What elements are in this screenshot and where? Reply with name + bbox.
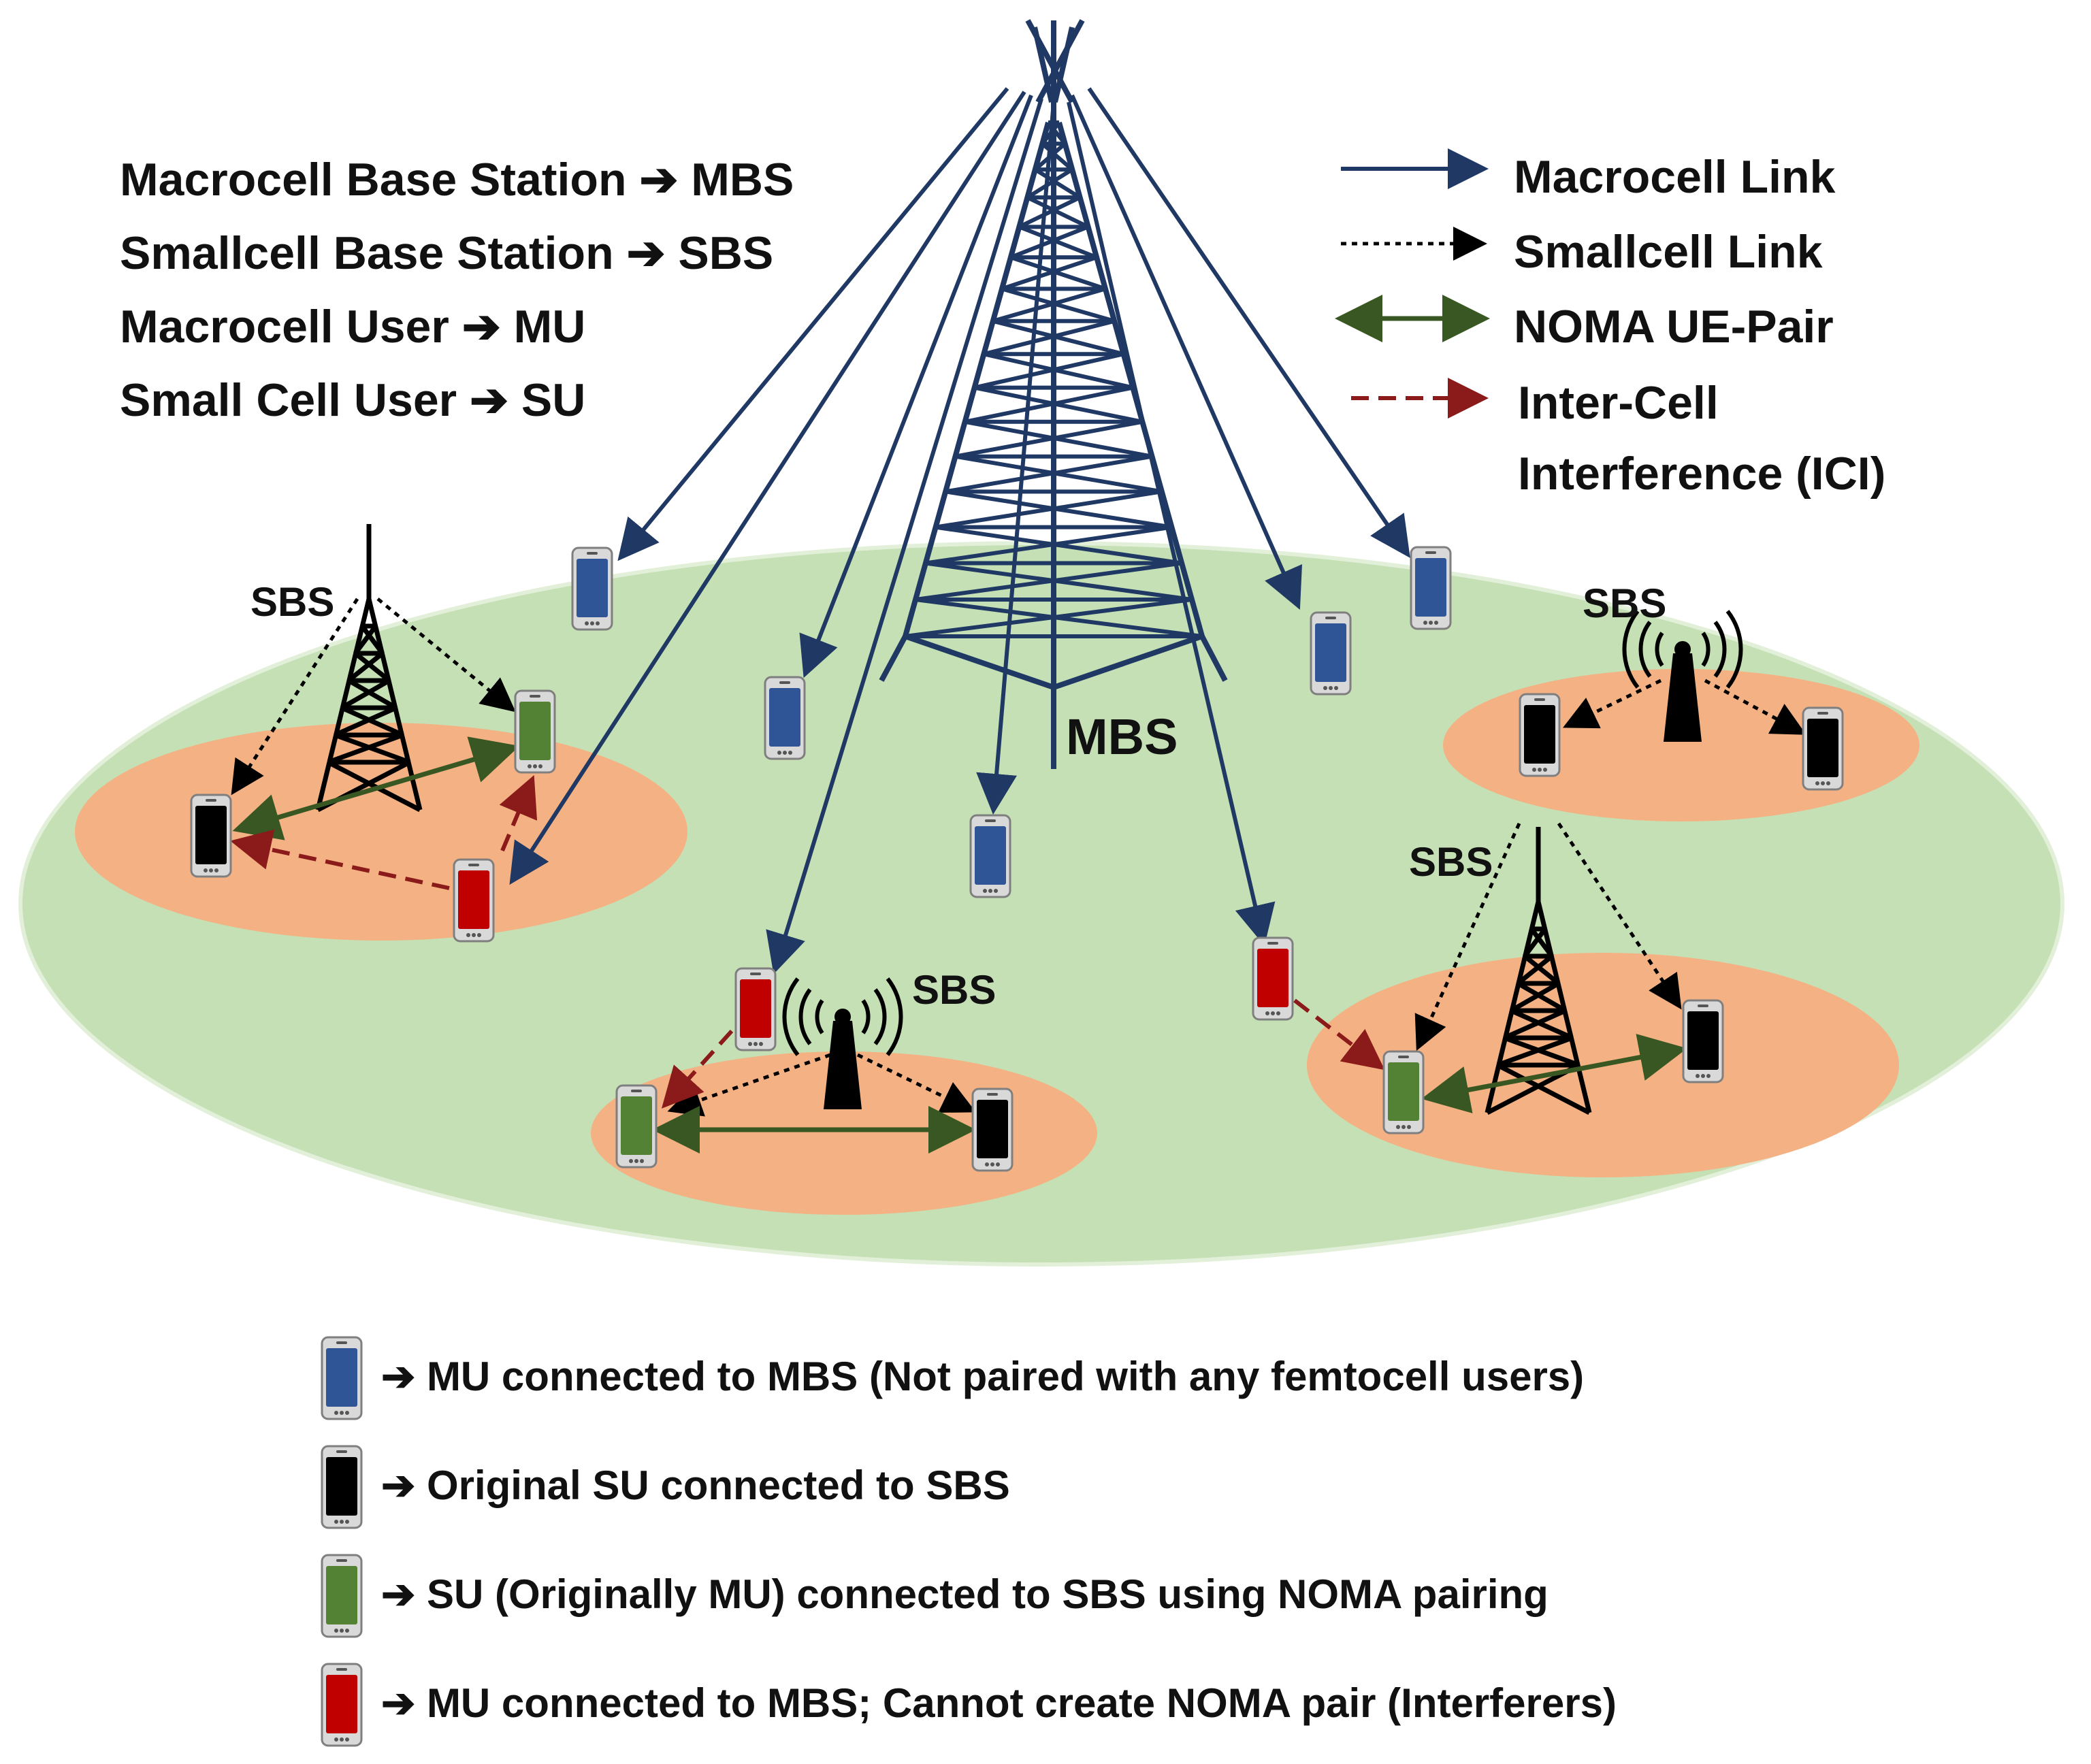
tower-brace <box>1041 142 1074 172</box>
abbreviation-list: Macrocell Base Station ➔ MBS Smallcell B… <box>120 143 794 437</box>
noma-su-phone <box>615 1084 658 1169</box>
legend-noma-ue-pair: NOMA UE-Pair <box>1514 301 1834 353</box>
phone-black-icon <box>321 1445 363 1529</box>
interferer-phone <box>1252 936 1294 1021</box>
su-phone <box>971 1088 1014 1172</box>
tower-brace <box>1026 195 1089 229</box>
mu-phone <box>1410 546 1452 630</box>
abbreviation-item: Macrocell User ➔ MU <box>120 301 586 353</box>
interferer-phone <box>734 967 777 1051</box>
phone-green-icon <box>321 1554 363 1638</box>
tower-brace <box>1018 195 1081 229</box>
su-phone <box>190 794 232 878</box>
legend-ici: Inter-Cell Interference (ICI) <box>1518 368 1885 509</box>
su-phone <box>1802 706 1844 791</box>
legend-smallcell-link: Smallcell Link <box>1514 226 1823 278</box>
mu-phone <box>571 546 613 631</box>
noma-ue-pair-links <box>232 736 1687 1154</box>
legend-macrocell-link: Macrocell Link <box>1514 151 1836 203</box>
tower-brace <box>1009 255 1106 291</box>
legend-ici-line2: Interference (ICI) <box>1518 448 1886 500</box>
legend-ici-line1: Inter-Cell <box>1518 377 1719 429</box>
interferer-phone <box>453 858 495 943</box>
mu-phone <box>1310 611 1352 696</box>
legend-original-su: ➔ Original SU connected to SBS <box>381 1463 1010 1508</box>
legend-noma-su: ➔ SU (Originally MU) connected to SBS us… <box>381 1571 1549 1617</box>
tower-brace <box>1034 167 1082 199</box>
tower-brace <box>905 598 1193 638</box>
tower-brace <box>983 352 1134 390</box>
tower-brace <box>1001 287 1115 323</box>
macrocell-links <box>509 87 1410 975</box>
link-legend-arrows <box>1335 148 1490 419</box>
abbreviation-item: Macrocell Base Station ➔ MBS <box>120 154 794 206</box>
abbreviation-item: Small Cell User ➔ SU <box>120 374 586 426</box>
legend-interferer: ➔ MU connected to MBS; Cannot create NOM… <box>381 1680 1617 1726</box>
user-legend-icons <box>321 1336 363 1747</box>
ici-links <box>230 774 1385 1109</box>
tower-brace <box>915 561 1182 602</box>
noma-su-phone <box>514 689 556 774</box>
su-phone <box>1682 999 1724 1083</box>
sbs-label-right-top: SBS <box>1583 581 1667 626</box>
tower-brace <box>973 352 1124 390</box>
sbs-label-center: SBS <box>912 967 996 1013</box>
mu-phone <box>969 814 1011 898</box>
tower-brace <box>1009 225 1089 259</box>
su-phone <box>1519 693 1561 777</box>
tower-brace <box>1026 167 1073 199</box>
tower-brace <box>945 454 1152 494</box>
legend-mu: ➔ MU connected to MBS (Not paired with a… <box>381 1354 1585 1399</box>
link-legend: Macrocell Link Smallcell Link NOMA UE-Pa… <box>1514 140 1835 364</box>
tower-brace <box>954 419 1143 459</box>
sbs-label-right-bottom: SBS <box>1409 839 1493 885</box>
mbs-label: MBS <box>1066 708 1178 765</box>
tower-brace <box>965 385 1133 424</box>
phone-blue-icon <box>321 1336 363 1420</box>
tower-brace <box>983 318 1115 357</box>
tower-brace <box>1018 225 1098 259</box>
tower-brace <box>925 525 1172 566</box>
tower-brace <box>992 287 1106 323</box>
sbs-label-left: SBS <box>250 579 335 625</box>
phone-red-icon <box>321 1663 363 1747</box>
tower-brace <box>1001 255 1098 291</box>
abbreviation-item: Smallcell Base Station ➔ SBS <box>120 227 774 279</box>
noma-su-phone <box>1382 1050 1425 1134</box>
mu-phone <box>764 676 806 760</box>
tower-brace <box>992 318 1124 357</box>
tower-brace <box>935 489 1163 529</box>
